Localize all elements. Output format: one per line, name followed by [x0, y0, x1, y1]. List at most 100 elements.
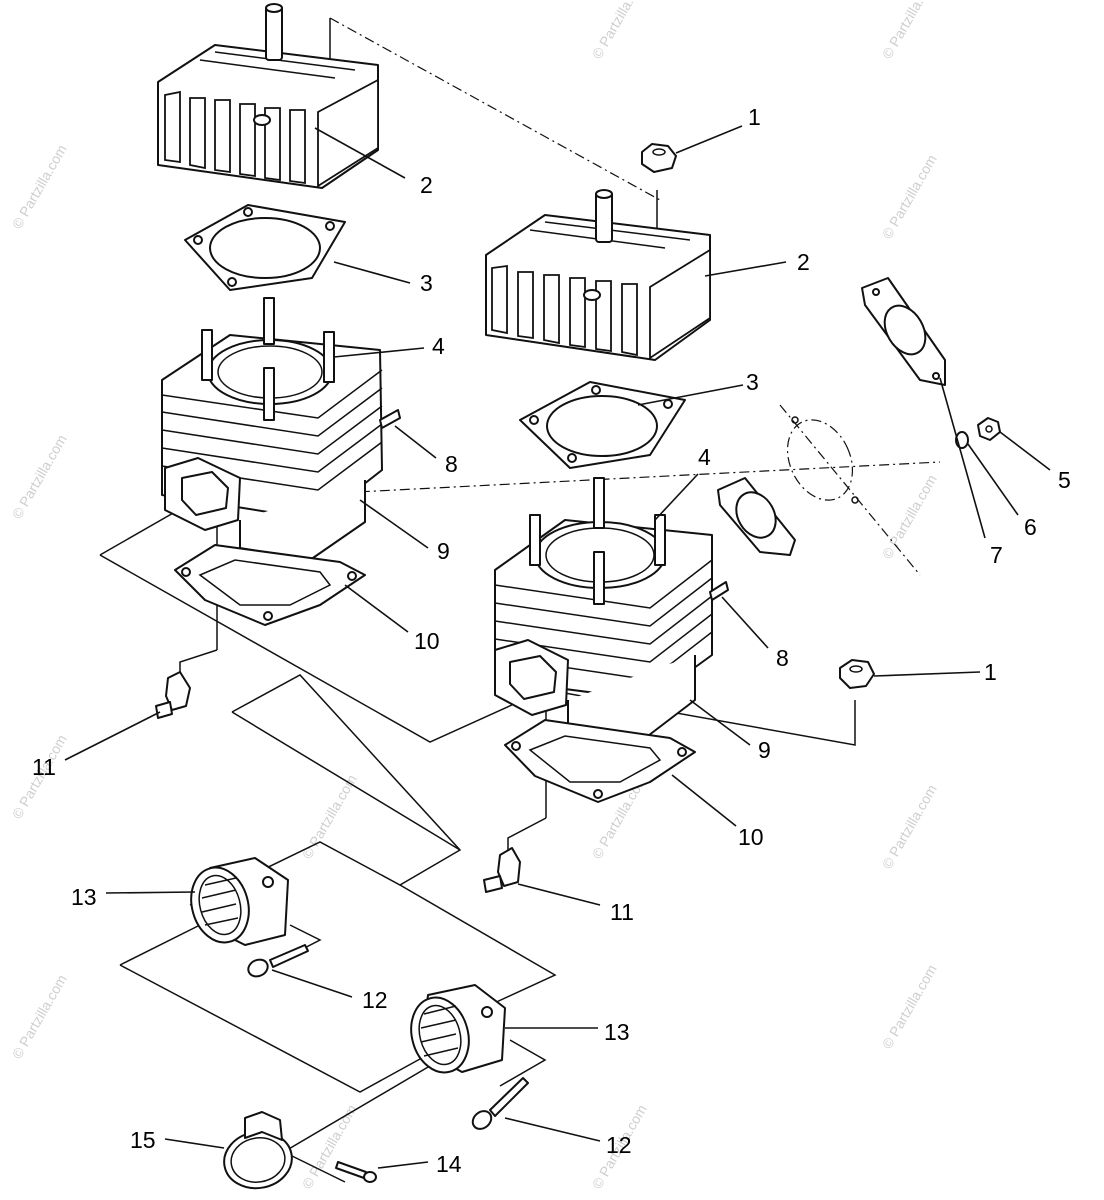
bolt-shank — [269, 944, 309, 968]
gasket-hole — [181, 567, 191, 577]
gasket-hole — [663, 399, 673, 409]
cylinder-stud — [654, 514, 666, 566]
watermark-text: © Partzilla.com — [879, 152, 940, 242]
assembly-line — [119, 924, 201, 966]
boot-bolt-right — [471, 1077, 529, 1130]
cylinder-left — [161, 297, 401, 561]
leader-line — [504, 1117, 601, 1142]
leader-line — [359, 499, 429, 549]
callout-6: 6 — [1024, 514, 1037, 540]
gasket-hole — [593, 789, 603, 799]
head-fin — [317, 78, 379, 188]
leader-line — [333, 261, 411, 284]
head-top-detail — [199, 51, 356, 79]
head-stud — [265, 5, 283, 61]
head-fin — [569, 277, 586, 349]
assembly-line — [179, 649, 218, 680]
gasket-hole — [511, 741, 521, 751]
head-fin — [239, 103, 256, 178]
callout-14: 14 — [436, 1151, 462, 1177]
cylinder-stud — [323, 331, 335, 383]
leader-line — [164, 1138, 225, 1149]
hose-clamp — [223, 1111, 293, 1190]
gasket-hole — [791, 416, 799, 424]
watermark-text: © Partzilla.com — [9, 972, 70, 1062]
nut-hole — [652, 148, 666, 156]
base-gasket-right — [504, 719, 696, 803]
watermark-text: © Partzilla.com — [9, 432, 70, 522]
nut-outline — [977, 417, 1001, 441]
spark-plug-boss — [583, 289, 601, 301]
cylinder-right — [494, 477, 729, 743]
head-fin — [595, 280, 612, 353]
leader-line — [999, 431, 1051, 471]
gasket-hole — [193, 235, 203, 245]
callout-4: 4 — [432, 333, 445, 359]
nut-hole — [849, 665, 863, 673]
callout-9: 9 — [758, 737, 771, 763]
nut-hole — [985, 425, 993, 433]
cylinder-stud — [593, 477, 605, 529]
boot-bolt-hole — [481, 1006, 493, 1018]
gasket-hole — [263, 611, 273, 621]
cylinder-stud — [529, 514, 541, 566]
watermark-text: © Partzilla.com — [879, 472, 940, 562]
callout-5: 5 — [1058, 467, 1071, 493]
boot-inner — [198, 874, 242, 936]
leader-line — [873, 671, 981, 677]
boot-ribs — [201, 877, 239, 926]
callout-1: 1 — [984, 659, 997, 685]
gasket-hole — [529, 415, 539, 425]
head-nut-top — [641, 143, 677, 173]
assembly-line — [231, 711, 461, 851]
callout-12: 12 — [606, 1132, 632, 1158]
assembly-line — [189, 674, 462, 906]
callout-3: 3 — [420, 270, 433, 296]
clamp-screw — [335, 1161, 377, 1183]
fitting-right — [483, 847, 521, 893]
exhaust-nut — [977, 417, 1001, 441]
exhaust-flange-plate — [861, 277, 946, 386]
intake-boot-right — [410, 984, 506, 1074]
callout-7: 7 — [990, 542, 1003, 568]
callout-13: 13 — [71, 884, 97, 910]
watermark-text: © Partzilla.com — [879, 782, 940, 872]
leader-line — [377, 1161, 429, 1169]
leader-line — [333, 347, 425, 358]
gasket-hole — [243, 207, 253, 217]
callout-labels: 1 1 2 2 3 3 4 4 5 6 7 8 8 9 9 10 10 11 1… — [32, 104, 1071, 1177]
head-fin — [264, 107, 281, 182]
boot-bolt-left — [247, 944, 309, 978]
head-fin — [517, 271, 534, 340]
watermark-text: © Partzilla.com — [299, 1102, 360, 1192]
leader-line — [517, 883, 601, 906]
callout-9: 9 — [437, 538, 450, 564]
head-nut-right — [839, 659, 875, 689]
callout-11: 11 — [610, 899, 634, 925]
screw-head — [363, 1171, 377, 1183]
fitting-tip — [483, 875, 503, 893]
callout-8: 8 — [445, 451, 458, 477]
assembly-line — [399, 884, 557, 1006]
head-fin — [649, 248, 711, 360]
callout-12: 12 — [362, 987, 388, 1013]
cylinder-bolt — [709, 581, 729, 601]
gasket-hole — [851, 496, 859, 504]
exhaust-gasket-dashed — [786, 416, 859, 504]
watermark-text: © Partzilla.com — [879, 962, 940, 1052]
cylinder-stud — [263, 297, 275, 345]
assembly-line — [269, 1059, 441, 1161]
exhaust-port — [181, 471, 229, 516]
assembly-lines — [99, 17, 941, 1183]
assembly-line — [289, 1154, 346, 1183]
head-stud — [595, 191, 613, 243]
head-fin — [621, 283, 638, 357]
bolt-shank — [489, 1077, 529, 1117]
head-fin — [189, 97, 206, 170]
callout-15: 15 — [130, 1127, 156, 1153]
boot-ribs — [420, 1005, 459, 1057]
leader-line — [64, 711, 161, 761]
gasket-hole — [677, 747, 687, 757]
gasket-hole — [347, 571, 357, 581]
flange-hole — [932, 372, 940, 380]
